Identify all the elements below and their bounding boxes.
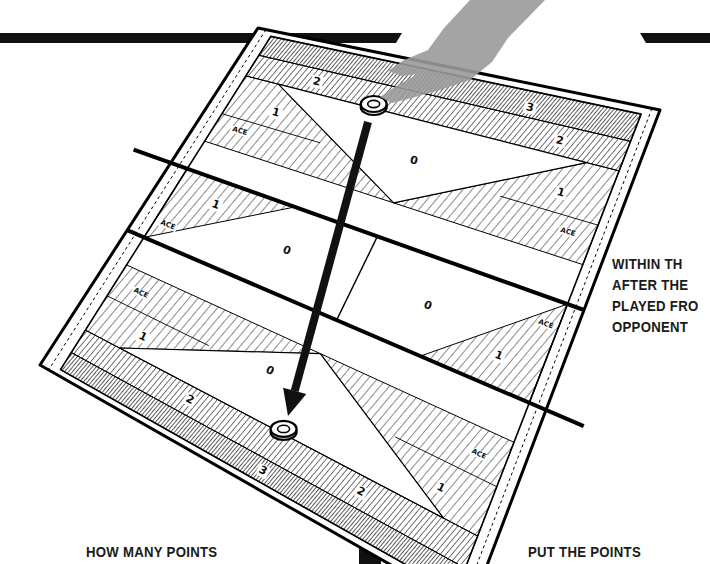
score-number: ACE [230,125,251,138]
zone-divider [500,196,598,225]
instruction-text: HOW MANY POINTS [86,544,217,561]
score-number: 0 [407,154,421,168]
foul-line [134,150,584,310]
zone-divider [395,437,497,487]
header-bar [640,33,710,43]
instruction-text: PUT THE POINTS [528,544,641,561]
score-number: 1 [268,105,282,119]
score-number: 1 [208,198,223,213]
score-number: ACE [131,287,152,302]
score-number: 1 [433,480,449,496]
scoring-strip [61,353,466,564]
scoring-triangle [278,84,586,203]
score-number: 2 [553,133,567,147]
puck-top [271,421,297,437]
score-number: 3 [255,463,271,479]
playing-field-border [61,36,642,564]
header-bar [0,33,402,43]
arrow-head [283,388,306,416]
score-number: 1 [491,349,506,364]
scoring-area [85,265,320,354]
instruction-text: PLAYED FRO [612,298,699,315]
board-group [40,0,660,564]
hand-silhouette [380,0,545,103]
board-outline [40,28,660,564]
instruction-text: AFTER THE [612,277,688,294]
instruction-text: WITHIN TH [612,256,683,273]
score-number: 1 [554,186,568,200]
motion-arrow [295,122,368,391]
center-line [337,236,378,320]
score-number: 0 [279,243,294,258]
puck-ring [278,425,290,432]
score-number: 3 [523,101,537,115]
score-number: ACE [157,218,178,232]
instruction-text: OPPONENT [612,319,688,336]
zone-divider [222,114,320,143]
puck-ring [368,100,380,107]
score-number: 0 [262,363,278,378]
score-number: 2 [310,74,324,88]
score-number: ACE [469,447,490,462]
score-number: ACE [557,226,578,239]
zone-divider [107,296,209,346]
score-number: 2 [182,392,198,408]
score-number: 2 [353,484,369,500]
score-number: 1 [135,329,151,345]
score-number: ACE [535,317,556,331]
score-number: 0 [420,299,435,314]
foul-line [127,230,584,426]
